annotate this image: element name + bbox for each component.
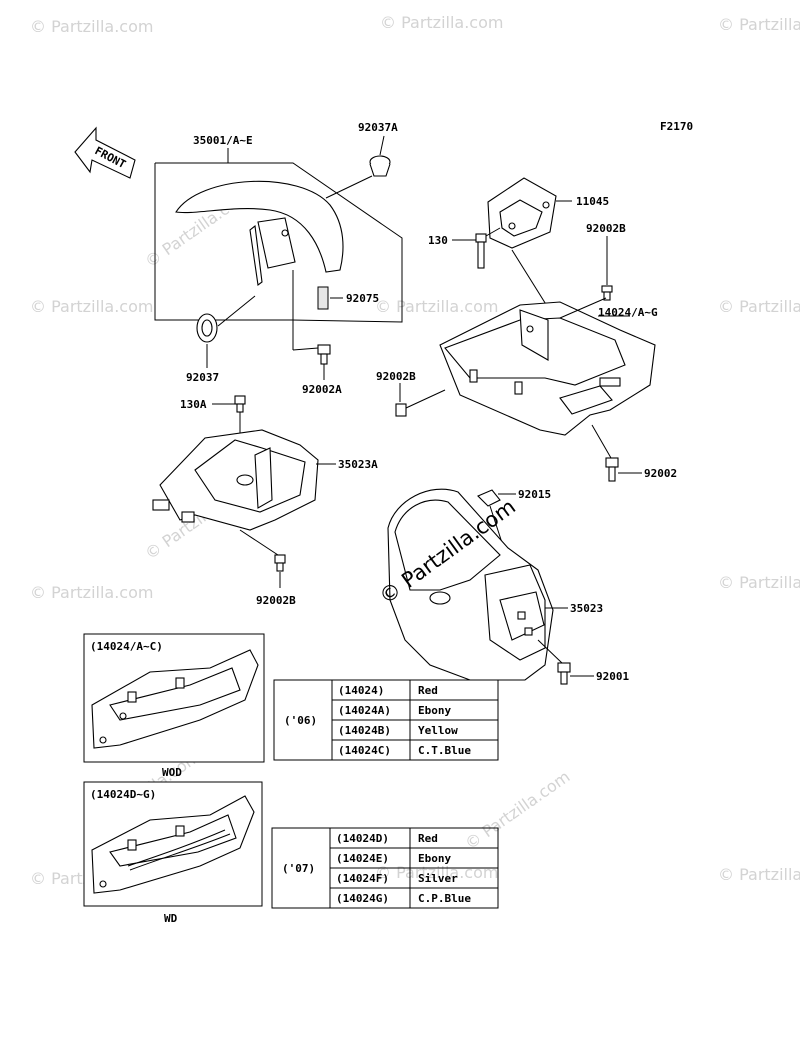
callout-35023: 35023 <box>570 602 603 615</box>
pad-92075-icon <box>317 286 329 310</box>
table-07-year: ('07) <box>282 862 315 875</box>
inset-wod: (14024/A~C) WOD <box>83 633 265 779</box>
watermark: © Partzilla.com <box>718 297 800 316</box>
bolt-92002b-top-icon <box>601 285 613 301</box>
table-06-year: ('06) <box>284 714 317 727</box>
callout-92002b-left: 92002B <box>376 370 416 383</box>
table-06-part: (14024B) <box>338 724 391 737</box>
table-06-part: (14024A) <box>338 704 391 717</box>
callout-35001: 35001/A~E <box>193 134 253 147</box>
bolt-92002a-icon <box>292 270 331 365</box>
clip-92037a-icon <box>325 155 391 199</box>
callout-92002: 92002 <box>644 467 677 480</box>
table-07-color: Red <box>418 832 438 845</box>
callout-11045: 11045 <box>576 195 609 208</box>
color-table-07: ('07) (14024D) Red (14024E) Ebony (14024… <box>271 827 499 909</box>
bolt-92001-icon <box>537 639 571 685</box>
inset-wd: (14024D~G) WD <box>83 781 263 925</box>
table-07-part: (14024G) <box>336 892 389 905</box>
front-fender-icon <box>175 180 344 273</box>
table-06-part: (14024) <box>338 684 384 697</box>
watermark: © Partzilla.com <box>30 297 153 316</box>
table-06-color: C.T.Blue <box>418 744 471 757</box>
callout-14024: 14024/A~G <box>598 306 658 319</box>
front-fender-group: 35001/A~E 92037A 92075 92037 <box>154 121 403 396</box>
callout-92015: 92015 <box>518 488 551 501</box>
callout-92075: 92075 <box>346 292 379 305</box>
table-07-part: (14024E) <box>336 852 389 865</box>
watermark: © Partzilla.com <box>30 583 153 602</box>
front-arrow-icon: FRONT <box>74 126 136 179</box>
table-07-part: (14024D) <box>336 832 389 845</box>
bolt-92002b-bottom-icon <box>239 529 286 572</box>
bolt-92002b-left-icon <box>395 389 446 417</box>
figure-code: F2170 <box>660 120 693 133</box>
table-06-color: Red <box>418 684 438 697</box>
watermark: © Partzilla.com <box>718 573 800 592</box>
bolt-130a-icon <box>234 395 246 438</box>
table-07-part: (14024F) <box>336 872 389 885</box>
callout-92002b-bottom: 92002B <box>256 594 296 607</box>
bolt-130-icon <box>475 227 501 269</box>
table-06-part: (14024C) <box>338 744 391 757</box>
callout-35023a: 35023A <box>338 458 378 471</box>
watermark: © Partzilla.com <box>718 15 800 34</box>
watermark: © Partzilla.com <box>30 17 153 36</box>
watermark: © Partzilla.com <box>461 767 573 853</box>
watermark: © Partzilla.com <box>718 865 800 884</box>
seat-cowl-group: 92002B 14024/A~G 92002B 92002 <box>376 222 677 482</box>
table-07-color: C.P.Blue <box>418 892 471 905</box>
callout-130: 130 <box>428 234 448 247</box>
inset-wd-caption: WD <box>164 912 178 925</box>
table-06-color: Ebony <box>418 704 451 717</box>
inset-wod-title: (14024/A~C) <box>90 640 163 653</box>
inset-wod-caption: WOD <box>162 766 182 779</box>
callout-92037: 92037 <box>186 371 219 384</box>
watermark: © Partzilla.com <box>375 297 498 316</box>
callout-92002a: 92002A <box>302 383 342 396</box>
table-07-color: Ebony <box>418 852 451 865</box>
inset-wd-title: (14024D~G) <box>90 788 156 801</box>
callout-92002b-top: 92002B <box>586 222 626 235</box>
table-06-color: Yellow <box>418 724 458 737</box>
callout-92037a: 92037A <box>358 121 398 134</box>
bolt-92002-icon <box>591 424 619 482</box>
callout-92001: 92001 <box>596 670 629 683</box>
grommet-92037-icon <box>196 295 256 343</box>
watermark: © Partzilla.com <box>380 13 503 32</box>
callout-130a: 130A <box>180 398 207 411</box>
inner-fender-group: 130A 35023A 92002B <box>152 395 378 607</box>
table-07-color: Silver <box>418 872 458 885</box>
rear-fender-group: 92015 35023 92001 <box>387 488 629 685</box>
color-table-06: ('06) (14024) Red (14024A) Ebony (14024B… <box>273 679 499 761</box>
